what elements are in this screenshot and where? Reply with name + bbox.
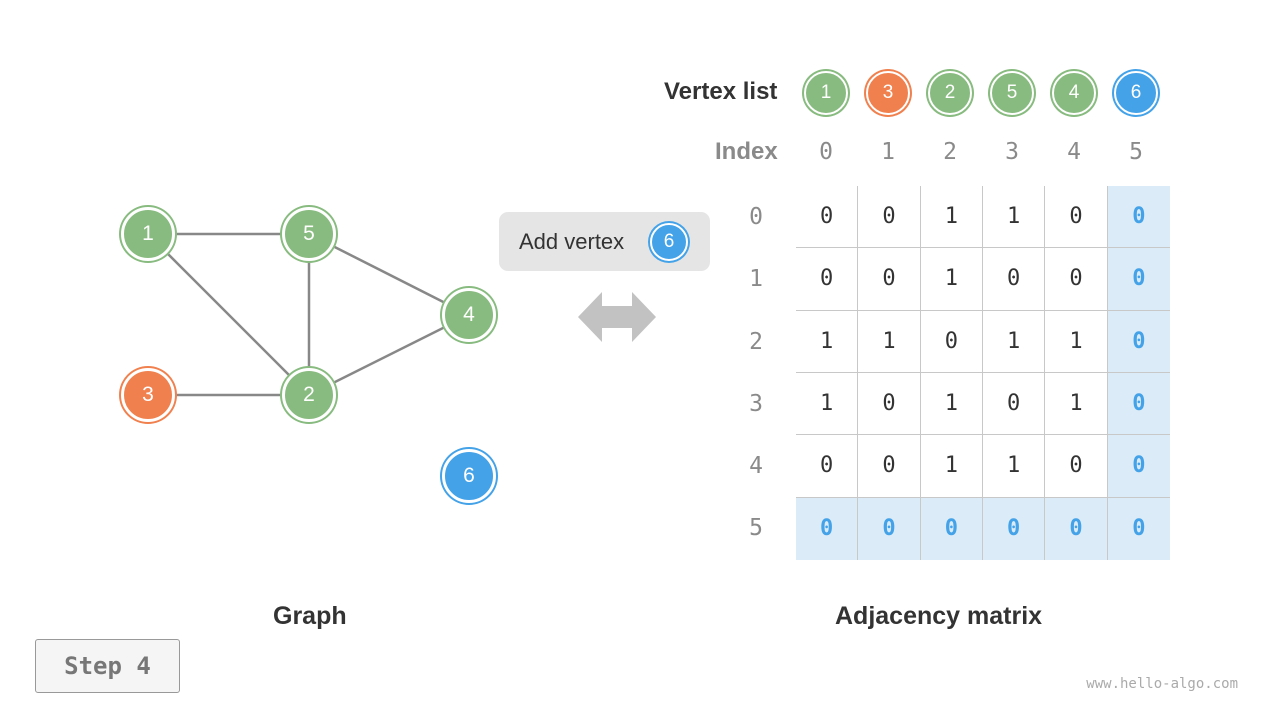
matrix-cell: 1 [858, 310, 921, 373]
matrix-cell: 0 [796, 186, 859, 249]
index-label: 1 [881, 139, 895, 165]
matrix-cell: 0 [1107, 310, 1170, 373]
matrix-cell: 0 [1045, 248, 1108, 311]
matrix-cell: 0 [1107, 435, 1170, 498]
index-title: Index [715, 138, 778, 165]
matrix-cell: 0 [1045, 435, 1108, 498]
double-arrow-icon [578, 292, 656, 342]
matrix-cell: 0 [858, 497, 921, 560]
graph-node-5: 5 [282, 207, 336, 261]
vertex-list-item: 1 [804, 71, 848, 115]
matrix-cell: 0 [858, 372, 921, 436]
step-label: Step 4 [35, 639, 180, 693]
matrix-cell: 0 [920, 497, 983, 560]
matrix-caption: Adjacency matrix [835, 602, 1043, 630]
matrix-cell: 0 [1045, 186, 1108, 249]
graph-node-2: 2 [282, 368, 336, 422]
index-label: 5 [1129, 139, 1143, 165]
matrix-cell: 0 [1107, 186, 1170, 249]
index-label: 0 [819, 139, 833, 165]
graph-caption: Graph [273, 602, 347, 630]
add-vertex-badge: Add vertex 6 [499, 212, 710, 271]
matrix-cell: 0 [1107, 497, 1170, 560]
graph-node-1: 1 [121, 207, 175, 261]
edge-2-4 [308, 313, 470, 397]
graph-node-3: 3 [121, 368, 175, 422]
graph-node-6: 6 [442, 449, 496, 503]
index-label: 3 [1005, 139, 1019, 165]
graph-node-4: 4 [442, 288, 496, 342]
matrix-cell: 0 [982, 248, 1046, 311]
matrix-cell: 0 [796, 497, 859, 560]
watermark: www.hello-algo.com [1086, 676, 1238, 692]
vertex-list-item: 2 [928, 71, 972, 115]
row-index-label: 5 [749, 515, 763, 541]
matrix-cell: 0 [1045, 497, 1108, 560]
matrix-cell: 0 [920, 310, 983, 373]
added-vertex-node: 6 [650, 223, 688, 261]
matrix-cell: 0 [796, 435, 859, 498]
edge-1-2 [147, 233, 310, 396]
matrix-cell: 1 [1045, 372, 1108, 436]
row-index-label: 3 [749, 391, 763, 417]
vertex-list-item: 6 [1114, 71, 1158, 115]
vertex-list-item: 5 [990, 71, 1034, 115]
edge-5-4 [308, 232, 470, 317]
matrix-cell: 0 [982, 497, 1046, 560]
row-index-label: 2 [749, 329, 763, 355]
matrix-cell: 1 [920, 372, 983, 436]
matrix-cell: 0 [982, 372, 1046, 436]
matrix-cell: 1 [920, 186, 983, 249]
matrix-cell: 0 [1107, 372, 1170, 436]
row-index-label: 4 [749, 453, 763, 479]
vertex-list-item: 3 [866, 71, 910, 115]
index-label: 4 [1067, 139, 1081, 165]
matrix-cell: 0 [858, 435, 921, 498]
matrix-cell: 1 [982, 435, 1046, 498]
vertex-list-item: 4 [1052, 71, 1096, 115]
matrix-cell: 1 [920, 435, 983, 498]
vertex-list-title: Vertex list [664, 78, 778, 105]
matrix-cell: 1 [920, 248, 983, 311]
row-index-label: 1 [749, 266, 763, 292]
matrix-cell: 0 [796, 248, 859, 311]
add-vertex-label: Add vertex [519, 229, 625, 254]
matrix-cell: 1 [796, 372, 859, 436]
matrix-cell: 0 [1107, 248, 1170, 311]
matrix-cell: 1 [1045, 310, 1108, 373]
index-label: 2 [943, 139, 957, 165]
matrix-cell: 1 [982, 310, 1046, 373]
matrix-cell: 1 [982, 186, 1046, 249]
matrix-cell: 0 [858, 186, 921, 249]
matrix-cell: 0 [858, 248, 921, 311]
matrix-cell: 1 [796, 310, 859, 373]
row-index-label: 0 [749, 204, 763, 230]
